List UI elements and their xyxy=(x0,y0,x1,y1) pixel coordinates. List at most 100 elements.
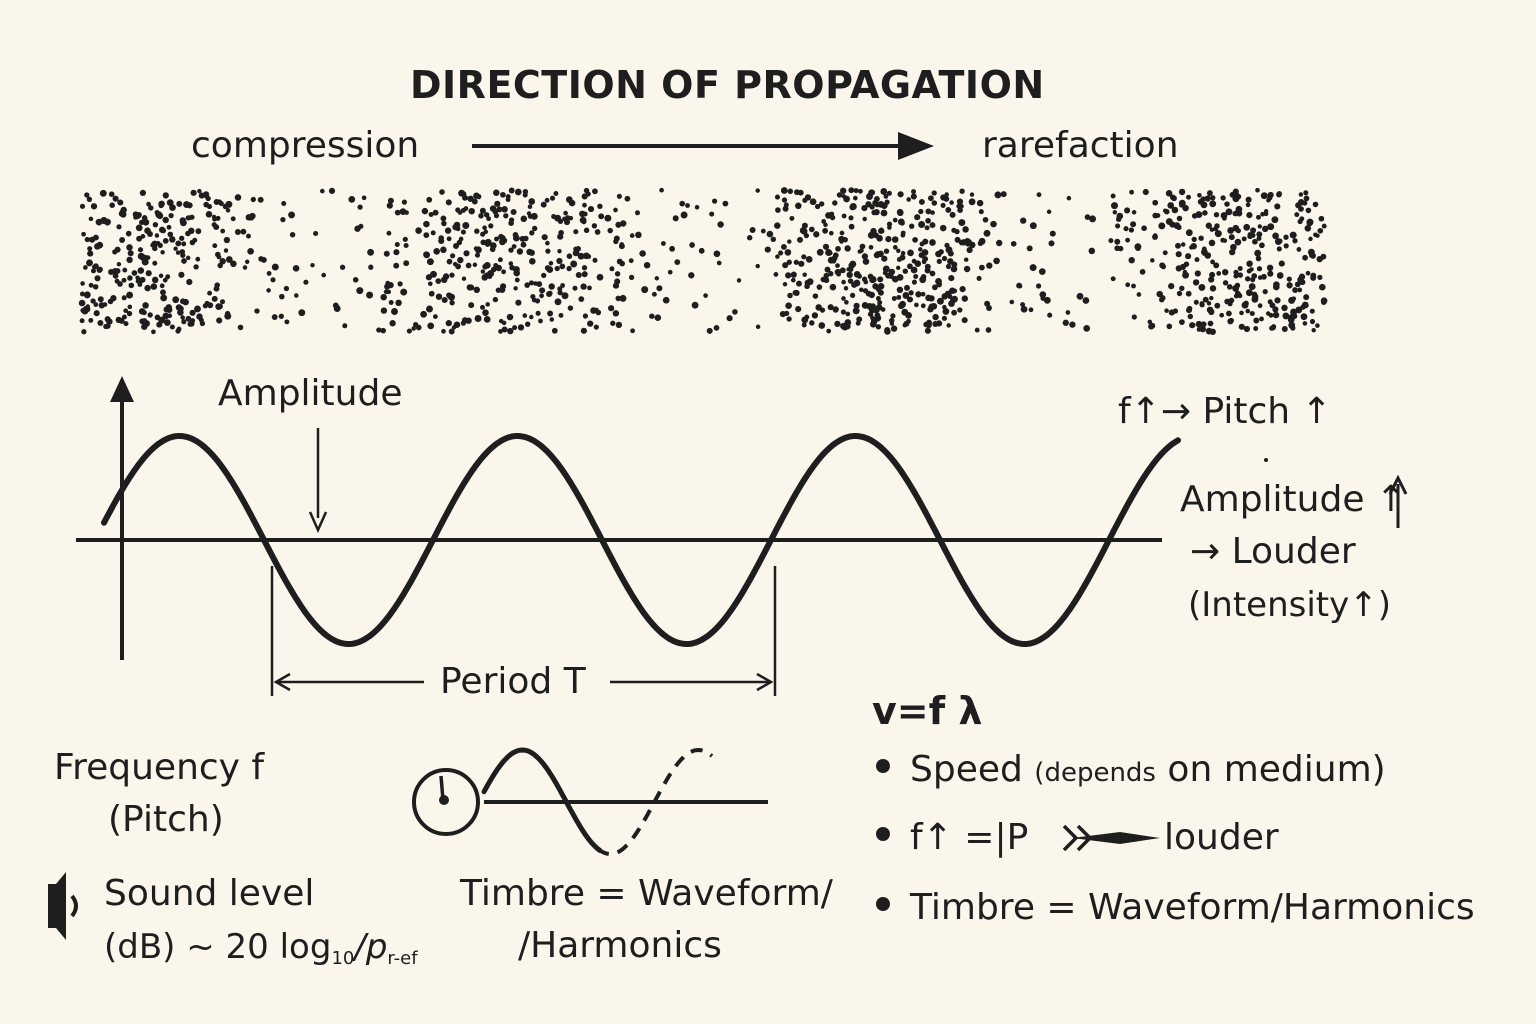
particle-dot xyxy=(415,324,422,331)
particle-dot xyxy=(570,260,578,268)
double-arrow-icon xyxy=(1062,824,1160,852)
particle-dot xyxy=(96,241,104,249)
particle-dot xyxy=(1257,303,1263,309)
particle-dot xyxy=(426,196,433,203)
particle-dot xyxy=(870,315,875,321)
particle-dot xyxy=(566,265,572,272)
particle-dot xyxy=(79,291,85,297)
particle-dot xyxy=(871,209,877,216)
particle-dot xyxy=(828,250,833,256)
frequency-pitch-label: f↑→ Pitch ↑ xyxy=(1118,391,1332,432)
particle-dot xyxy=(1193,299,1199,305)
particle-dot xyxy=(123,308,129,314)
particle-dot xyxy=(498,233,504,240)
particle-dot xyxy=(773,272,779,277)
particle-dot xyxy=(516,248,524,255)
particle-dot xyxy=(554,298,562,306)
particle-dot xyxy=(342,323,348,329)
particle-dot xyxy=(832,306,839,313)
particle-dot xyxy=(116,261,122,267)
particle-dot xyxy=(581,265,588,271)
particle-dot xyxy=(845,311,851,317)
particle-dot xyxy=(1310,274,1317,281)
particle-dot xyxy=(278,313,284,319)
particle-dot xyxy=(400,288,408,296)
particle-dot xyxy=(1233,192,1241,200)
particle-dot xyxy=(874,201,880,208)
particle-dot xyxy=(844,323,851,330)
particle-dot xyxy=(428,211,434,218)
particle-dot xyxy=(180,252,186,258)
particle-dot xyxy=(615,295,622,302)
particle-dot xyxy=(775,254,780,259)
particle-dot xyxy=(118,317,125,324)
particle-dot xyxy=(234,229,241,235)
particle-dot xyxy=(530,212,538,220)
particle-dot xyxy=(698,247,705,254)
particle-dot xyxy=(548,283,555,290)
particle-dot xyxy=(284,319,290,325)
particle-dot xyxy=(430,230,436,236)
particle-dot xyxy=(1168,282,1175,290)
particle-dot xyxy=(948,275,955,282)
particle-dot xyxy=(1020,305,1028,313)
particle-dot xyxy=(941,315,948,321)
particle-dot xyxy=(1257,275,1263,280)
particle-dot xyxy=(1292,238,1298,244)
particle-dot xyxy=(441,296,448,304)
particle-dot xyxy=(151,329,156,335)
particle-dot xyxy=(551,214,557,219)
particle-dot xyxy=(195,256,201,262)
particle-dot xyxy=(154,209,160,216)
particle-dot xyxy=(873,232,879,239)
particle-dot xyxy=(587,285,592,291)
particle-dot xyxy=(915,291,922,298)
particle-dot xyxy=(536,281,543,288)
particle-dot xyxy=(116,224,122,230)
particle-dot xyxy=(529,230,535,236)
particle-dot xyxy=(755,263,760,269)
particle-dot xyxy=(890,313,896,319)
particle-dot xyxy=(1194,270,1201,277)
particle-dot xyxy=(950,265,958,273)
particle-dot xyxy=(203,201,210,208)
particle-dot xyxy=(1234,238,1242,246)
particle-dot xyxy=(1123,226,1129,232)
particle-dot xyxy=(886,190,892,196)
particle-dot xyxy=(857,249,862,254)
particle-dot xyxy=(1232,284,1240,292)
particle-dot xyxy=(172,296,180,304)
particle-dot xyxy=(885,235,892,243)
particle-dot xyxy=(135,212,142,218)
amplitude-pointer xyxy=(308,428,328,534)
particle-dot xyxy=(96,267,103,273)
particle-dot xyxy=(875,296,881,301)
particle-dot xyxy=(86,196,93,202)
particle-dot xyxy=(426,305,433,313)
particle-dot xyxy=(819,201,825,207)
particle-dot xyxy=(780,187,788,194)
particle-dot xyxy=(158,200,165,208)
particle-dot xyxy=(150,283,158,290)
particle-dot xyxy=(790,277,796,283)
particle-dot xyxy=(514,188,522,196)
particle-dot xyxy=(202,303,208,309)
particle-dot xyxy=(498,318,504,324)
frequency-label: Frequency f xyxy=(54,747,265,788)
particle-dot xyxy=(591,223,598,229)
particle-dot xyxy=(1254,249,1262,257)
particle-dot xyxy=(823,222,828,228)
particle-dot xyxy=(135,224,143,232)
particle-dot xyxy=(805,256,813,263)
particle-dot xyxy=(1152,233,1158,239)
particle-dot xyxy=(1288,321,1296,329)
particle-dot xyxy=(143,320,150,327)
particle-dot xyxy=(1271,324,1277,330)
particle-dot xyxy=(219,258,226,265)
particle-dot xyxy=(126,256,133,264)
particle-dot xyxy=(985,327,992,333)
particle-dot xyxy=(662,296,670,304)
particle-dot xyxy=(513,234,520,242)
particle-dot xyxy=(1304,225,1312,232)
particle-dot xyxy=(932,313,939,321)
